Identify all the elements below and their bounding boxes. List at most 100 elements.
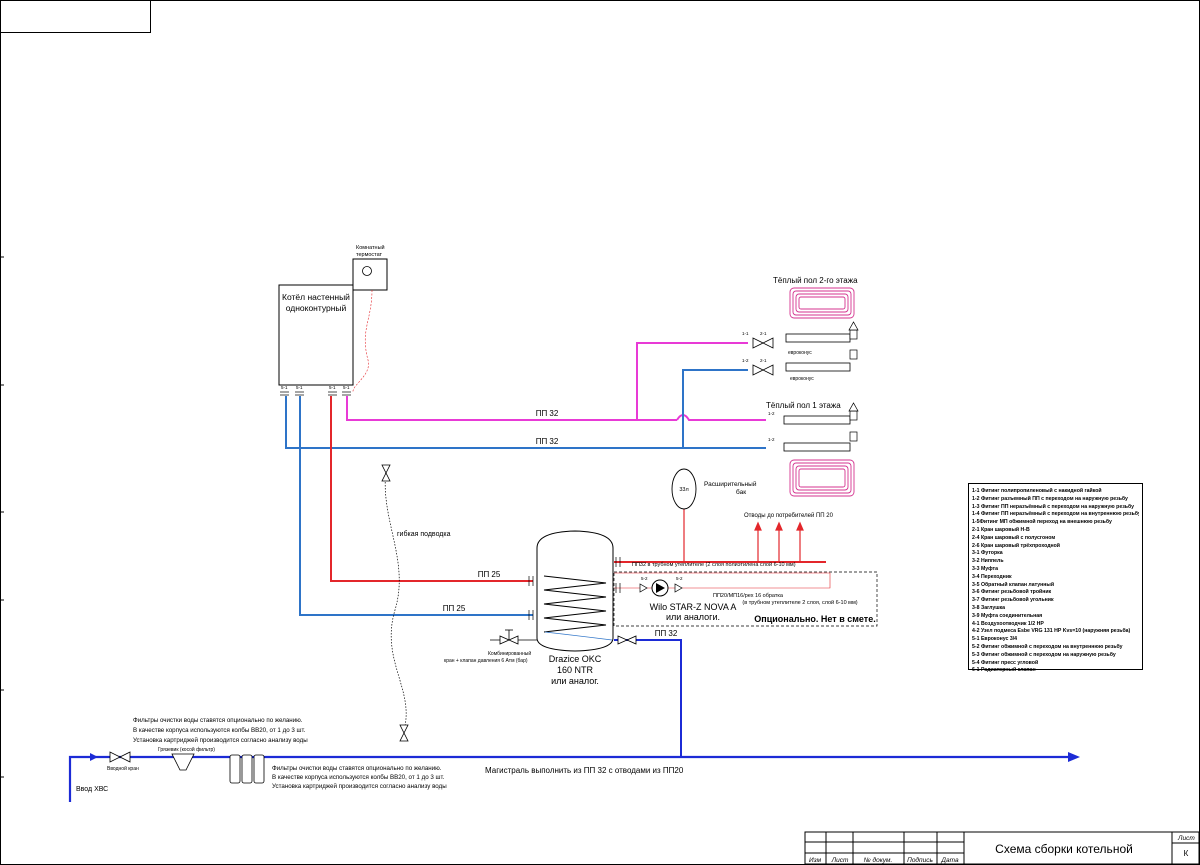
expansion-vol: 33л bbox=[679, 487, 688, 493]
legend-item: 1-4 Фитинг ПП неразъёмный с переходом на… bbox=[972, 511, 1139, 518]
col-izm: Изм bbox=[809, 857, 822, 864]
tank-fittings bbox=[528, 557, 621, 620]
flex-hose-valves[interactable] bbox=[381, 464, 409, 742]
coarse-filter-label: Грязевик (косой фильтр) bbox=[158, 746, 215, 753]
legend-item: 3-9 Муфта соединительная bbox=[972, 612, 1043, 619]
tag-f1-2: 1-2 bbox=[768, 437, 775, 442]
label-pp32-tank: ПП 32 bbox=[655, 629, 678, 638]
tag-f2-3: 1-2 bbox=[742, 358, 749, 363]
expansion-tank[interactable] bbox=[671, 468, 697, 510]
combo-valve-l1: Комбинированный bbox=[488, 650, 531, 657]
legend-item: 6-1 Радиаторный клапан bbox=[972, 667, 1036, 674]
floor1-label: Тёплый пол 1 этажа bbox=[766, 401, 841, 410]
legend-item: 5-2 Фитинг обжимной с переходом на внутр… bbox=[972, 643, 1123, 650]
thermostat-label-l1: Комнатный bbox=[356, 244, 385, 251]
pump-tags: 5-2 5-2 bbox=[641, 576, 683, 581]
tank-inlet-valve-icon[interactable] bbox=[617, 635, 637, 645]
pipe-floor-return-floor2 bbox=[682, 369, 748, 448]
filter-note-top-l2: В качестве корпуса используются колбы ВВ… bbox=[133, 727, 306, 734]
pipe-coil-supply bbox=[330, 396, 533, 582]
filter-note-bottom-l3: Установка картриджей производится соглас… bbox=[272, 783, 447, 790]
boiler-label-l1: Котёл настенный bbox=[282, 292, 350, 302]
tank-label-l1: Drazice OKC bbox=[549, 654, 602, 664]
pipe-coil-return bbox=[299, 396, 533, 616]
filter-note-bottom: Фильтры очистки воды ставятся опциональн… bbox=[272, 765, 447, 790]
legend-item: 4-1 Воздухоотводчик 1/2 НР bbox=[972, 620, 1044, 627]
legend-item: 2-6 Кран шаровый трёхпроходной bbox=[972, 542, 1060, 549]
filter-note-top-l3: Установка картриджей производится соглас… bbox=[133, 737, 308, 744]
pump-check-valves bbox=[639, 583, 683, 593]
euroconus-label-1: евроконус bbox=[788, 350, 812, 356]
boiler-fittings bbox=[280, 391, 351, 396]
legend-item: 3-4 Переходник bbox=[972, 573, 1012, 580]
title-block-columns: Изм Лист № докум. Подпись Дата bbox=[809, 856, 959, 864]
pipe-floor-supply-floor1 bbox=[676, 414, 766, 421]
coarse-filter-icon[interactable] bbox=[171, 753, 195, 771]
tag-boiler-2: 5-1 bbox=[296, 385, 303, 390]
filter-note-bottom-l1: Фильтры очистки воды ставятся опциональн… bbox=[272, 765, 442, 772]
col-date: Дата bbox=[940, 857, 959, 864]
heater-cold-dip bbox=[544, 631, 613, 641]
tag-f2-4: 2-1 bbox=[760, 358, 767, 363]
cold-main-arrow-icon bbox=[1068, 752, 1080, 762]
legend-item: 3-1 Футорка bbox=[972, 550, 1003, 557]
boiler-fitting-tags: 5-1 5-1 5-1 5-1 bbox=[281, 385, 350, 390]
pipe-recirculation bbox=[614, 572, 831, 589]
inlet-valve-label: Вводной кран bbox=[107, 765, 139, 772]
legend-item: 4-2 Узел подмеса Esbe VRG 131 НР Kvs=10 … bbox=[972, 628, 1131, 635]
label-pp32-upper: ПП 32 bbox=[536, 409, 559, 418]
consumer-outlets bbox=[754, 521, 804, 562]
thermostat-dial-icon bbox=[362, 266, 372, 276]
pp20-insul-label: (в трубном утеплителе 2 слоя, слой 6-10 … bbox=[742, 599, 857, 606]
combo-valve-icon[interactable] bbox=[490, 629, 537, 645]
legend-item: 3-2 Ниппель bbox=[972, 558, 1004, 565]
label-pp25-upper: ПП 25 bbox=[478, 570, 501, 579]
pipe-tank-cold-inlet bbox=[614, 639, 682, 757]
legend-item: 3-3 Муфта bbox=[972, 565, 998, 572]
optional-group-outline bbox=[613, 571, 878, 627]
legend-item: 1-2 Фитинг разъемный ПП с переходом на н… bbox=[972, 495, 1128, 502]
heater-coil-icon bbox=[543, 575, 607, 633]
frame-ticks bbox=[0, 256, 4, 778]
euroconus-label-2: евроконус bbox=[790, 376, 814, 382]
legend-item: 1-1 Фитинг полипропиленовый с накидной г… bbox=[972, 488, 1102, 494]
corner-stamp bbox=[0, 0, 151, 33]
floor2-tags: 1-1 2-1 1-2 2-1 bbox=[742, 331, 767, 363]
pipe-floor-supply-main bbox=[346, 396, 677, 421]
legend-item: 3-7 Фитинг резьбовой угольник bbox=[972, 597, 1054, 604]
tank-label-l2: 160 NTR bbox=[557, 665, 594, 675]
thermostat-label-l2: термостат bbox=[356, 252, 383, 258]
expansion-label-l1: Расширительный bbox=[704, 480, 757, 488]
legend-item: 5-4 Фитинг пресс угловой bbox=[972, 659, 1039, 666]
filter-note-top-l1: Фильтры очистки воды ставятся опциональн… bbox=[133, 717, 303, 724]
consumers-label: Отводы до потребителей ПП 20 bbox=[744, 512, 834, 519]
inlet-valve-icon[interactable] bbox=[109, 751, 131, 763]
boiler-box[interactable] bbox=[278, 284, 354, 386]
legend-item: 2-1 Кран шаровый Н-В bbox=[972, 526, 1030, 533]
floor2-air-vents bbox=[848, 321, 859, 360]
legend-item: 2-4 Кран шаровый с полусгоном bbox=[972, 534, 1056, 541]
fittings-legend: 1-1 Фитинг полипропиленовый с накидной г… bbox=[968, 483, 1143, 673]
pp32-insulated-label: ПП32 в трубном утеплителе (2 слоя полиэт… bbox=[632, 561, 796, 568]
tag-boiler-3: 5-1 bbox=[329, 385, 336, 390]
tag-boiler-4: 5-1 bbox=[343, 385, 350, 390]
label-pp32-lower: ПП 32 bbox=[536, 437, 559, 446]
col-sign: Подпись bbox=[907, 856, 933, 864]
legend-item: 1-5Фитинг МП обжимной переход на внешнюю… bbox=[972, 519, 1112, 526]
sheet-title: Схема сборки котельной bbox=[995, 842, 1133, 856]
sheet-value: К bbox=[1184, 849, 1189, 858]
water-heater-tank[interactable] bbox=[536, 530, 614, 652]
floor1-tags: 1-2 1-2 bbox=[768, 411, 775, 442]
pipe-floor-supply-floor2 bbox=[636, 342, 748, 420]
col-doc: № докум. bbox=[864, 856, 893, 864]
pipe-cold-main bbox=[68, 755, 1070, 802]
pump-label-l1: Wilo STAR-Z NOVA A bbox=[650, 602, 737, 612]
thermostat-cable bbox=[352, 289, 373, 393]
tag-f1-1: 1-2 bbox=[768, 411, 775, 416]
tag-f2-2: 2-1 bbox=[760, 331, 767, 336]
tag-pump-1: 5-2 bbox=[641, 576, 648, 581]
floor2-valves bbox=[752, 337, 774, 376]
filter-note-top: Фильтры очистки воды ставятся опциональн… bbox=[133, 717, 308, 744]
main-line-label: Магистраль выполнить из ПП 32 с отводами… bbox=[485, 766, 684, 775]
